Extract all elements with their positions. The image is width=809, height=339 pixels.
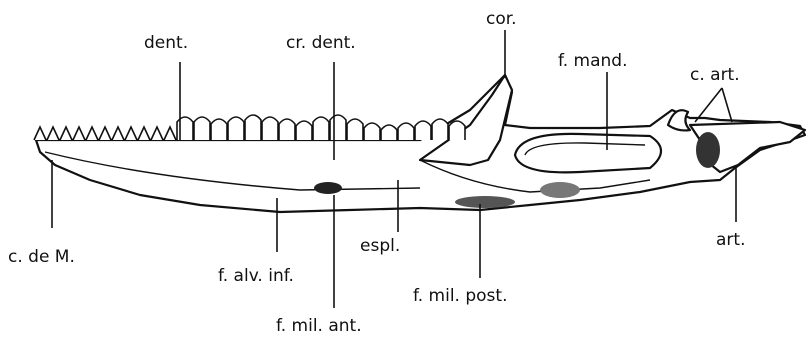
label-f-mil-post: f. mil. post. (413, 286, 508, 306)
c-art-leader-2 (722, 88, 732, 122)
tooth (313, 117, 329, 140)
tooth (211, 119, 227, 140)
label-espl: espl. (360, 236, 400, 256)
tooth (398, 123, 414, 140)
mandibular-fossa (515, 134, 661, 173)
tooth (34, 127, 46, 140)
label-c-art: c. art. (690, 65, 740, 85)
tooth (381, 125, 397, 140)
tooth (86, 127, 98, 140)
tooth (151, 127, 163, 140)
tooth-row (34, 115, 465, 140)
articular-condyle (696, 132, 720, 168)
tooth (364, 123, 380, 140)
posterior-mylohyoid-foramen (455, 196, 515, 208)
label-f-alv-inf: f. alv. inf. (218, 266, 294, 286)
label-dent: dent. (144, 33, 188, 53)
tooth (60, 127, 72, 140)
tooth (228, 117, 244, 140)
c-art-leader-1 (695, 88, 722, 122)
anterior-mylohyoid-foramen (314, 182, 342, 194)
tooth (194, 117, 210, 140)
stipple-patch (540, 182, 580, 198)
label-cor: cor. (486, 9, 517, 29)
tooth (73, 127, 85, 140)
tooth (432, 119, 448, 140)
label-f-mil-ant: f. mil. ant. (276, 316, 362, 336)
tooth (415, 121, 431, 140)
tooth (330, 115, 346, 140)
label-c-de-m: c. de M. (8, 247, 75, 267)
tooth (112, 127, 124, 140)
label-art: art. (716, 230, 745, 250)
tooth (125, 127, 137, 140)
tooth (347, 119, 363, 140)
label-cr-dent: cr. dent. (286, 33, 356, 53)
tooth (164, 127, 176, 140)
tooth (279, 119, 295, 140)
tooth (262, 117, 278, 140)
dentary-body (36, 75, 805, 212)
tooth (99, 127, 111, 140)
tooth (449, 121, 465, 140)
tooth (245, 115, 261, 140)
label-f-mand: f. mand. (558, 51, 628, 71)
tooth (138, 127, 150, 140)
tooth (47, 127, 59, 140)
tooth (296, 121, 312, 140)
